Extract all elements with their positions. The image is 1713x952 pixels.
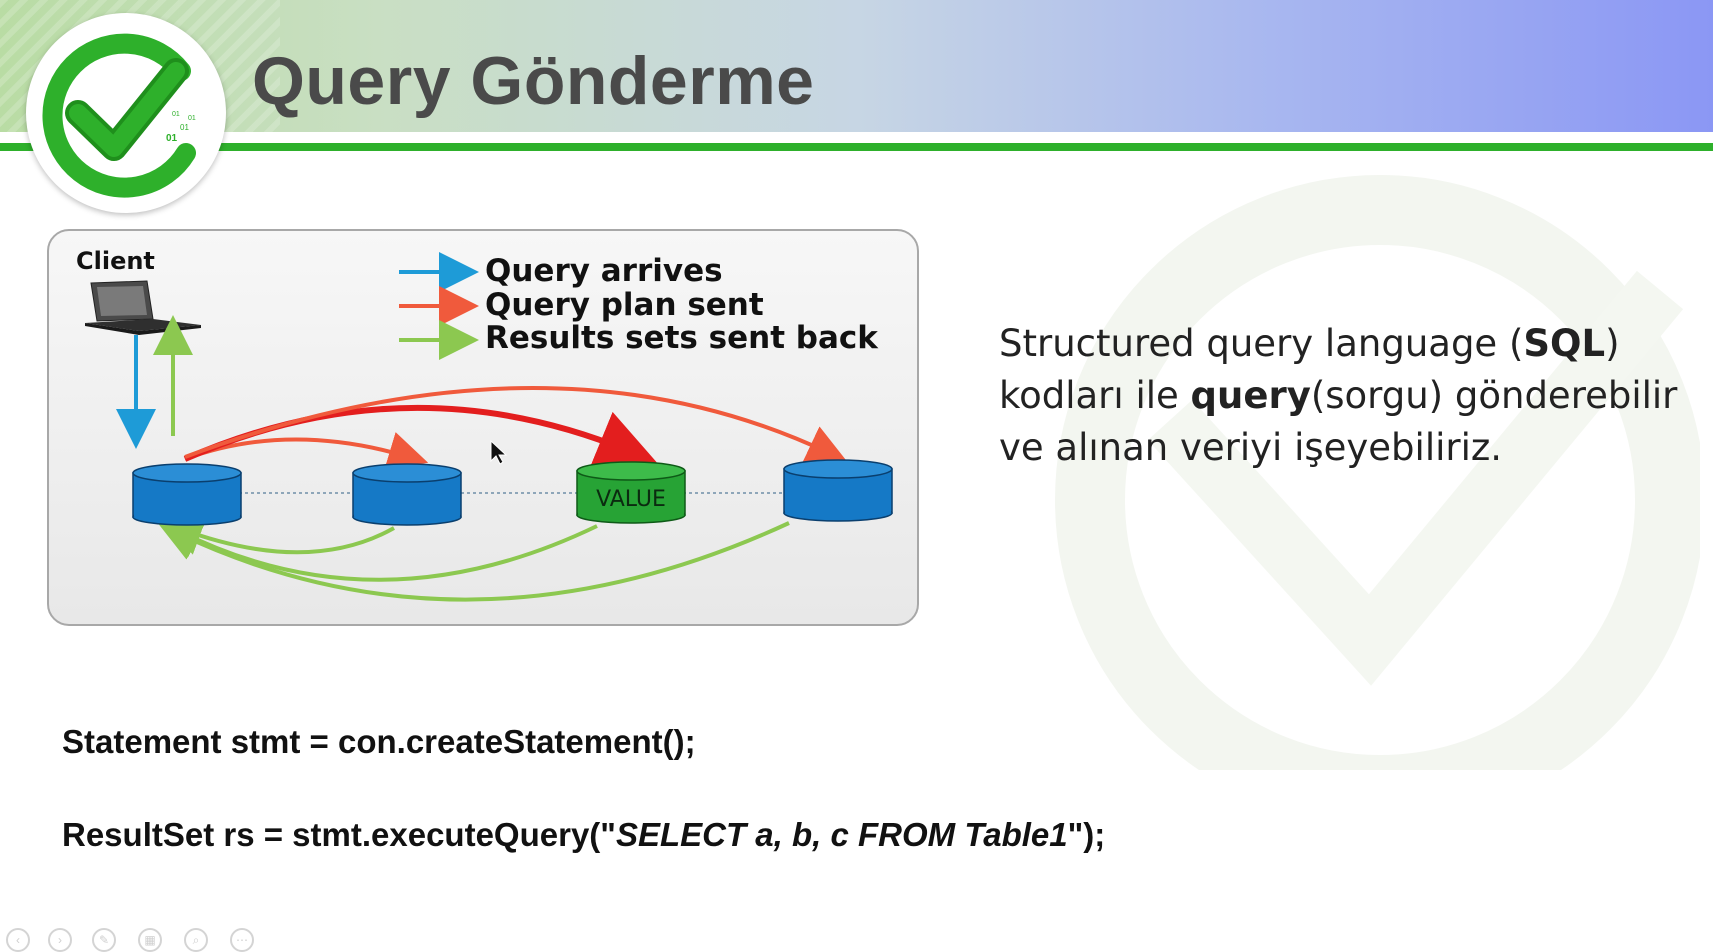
result-arrow-1 — [162, 517, 395, 555]
mouse-cursor-icon — [490, 439, 508, 465]
db-node-1 — [132, 463, 242, 526]
header-separator-white — [0, 132, 1713, 143]
desc-text: (sorgu) gönderebilir — [1310, 374, 1678, 417]
desc-text: ) — [1605, 322, 1620, 365]
slideshow-toolbar: ‹ › ✎ ▦ ⌕ ⋯ — [0, 920, 280, 952]
code-line-resultset: ResultSet rs = stmt.executeQuery("SELECT… — [62, 816, 1105, 854]
result-arrow-2 — [161, 522, 598, 582]
checkmark-logo-icon: 01 01 01 01 — [42, 33, 196, 198]
description-line-1: Structured query language (SQL) — [999, 318, 1699, 370]
header-separator-green — [0, 143, 1713, 151]
more-icon[interactable]: ⋯ — [230, 928, 254, 952]
result-arrow-3 — [158, 521, 790, 602]
prev-icon[interactable]: ‹ — [6, 928, 30, 952]
value-node-label: VALUE — [596, 487, 666, 512]
desc-bold-sql: SQL — [1523, 322, 1606, 365]
watermark-check-icon — [1055, 175, 1700, 770]
laptop-icon — [85, 280, 201, 335]
grid-icon[interactable]: ▦ — [138, 928, 162, 952]
code-text: ResultSet rs = stmt.executeQuery(" — [62, 816, 616, 853]
db-node-3: VALUE — [576, 461, 686, 524]
logo-binary-1: 01 — [172, 111, 180, 118]
desc-bold-query: query — [1190, 374, 1311, 417]
logo-binary-3: 01 — [180, 123, 189, 132]
legend-results-sent-back: Results sets sent back — [485, 320, 879, 356]
code-sql-query: SELECT a, b, c FROM Table1 — [615, 816, 1068, 853]
client-label: Client — [76, 247, 155, 275]
code-text: "); — [1067, 816, 1106, 853]
logo-binary-2: 01 — [188, 115, 196, 122]
logo: 01 01 01 01 — [26, 13, 226, 213]
description-line-2: kodları ile query(sorgu) gönderebilir — [999, 370, 1699, 422]
next-icon[interactable]: › — [48, 928, 72, 952]
db-node-2 — [352, 463, 462, 526]
db-node-4 — [783, 459, 893, 522]
zoom-icon[interactable]: ⌕ — [184, 928, 208, 952]
desc-text: kodları ile — [999, 374, 1191, 417]
diagram-canvas: Client Query arrives Query plan sent Res… — [76, 247, 893, 602]
query-flow-diagram: Client Query arrives Query plan sent Res… — [47, 229, 919, 626]
desc-text: Structured query language ( — [999, 322, 1524, 365]
slide-title: Query Gönderme — [252, 43, 815, 119]
legend-query-arrives: Query arrives — [485, 253, 723, 289]
plan-arrow-3 — [184, 386, 848, 463]
logo-binary-4: 01 — [166, 133, 178, 144]
legend-query-plan-sent: Query plan sent — [485, 287, 764, 323]
code-line-statement: Statement stmt = con.createStatement(); — [62, 723, 696, 760]
pen-icon[interactable]: ✎ — [92, 928, 116, 952]
description-line-3: ve alınan veriyi işeyebiliriz. — [999, 426, 1503, 469]
sql-description: Structured query language (SQL) kodları … — [999, 318, 1699, 474]
